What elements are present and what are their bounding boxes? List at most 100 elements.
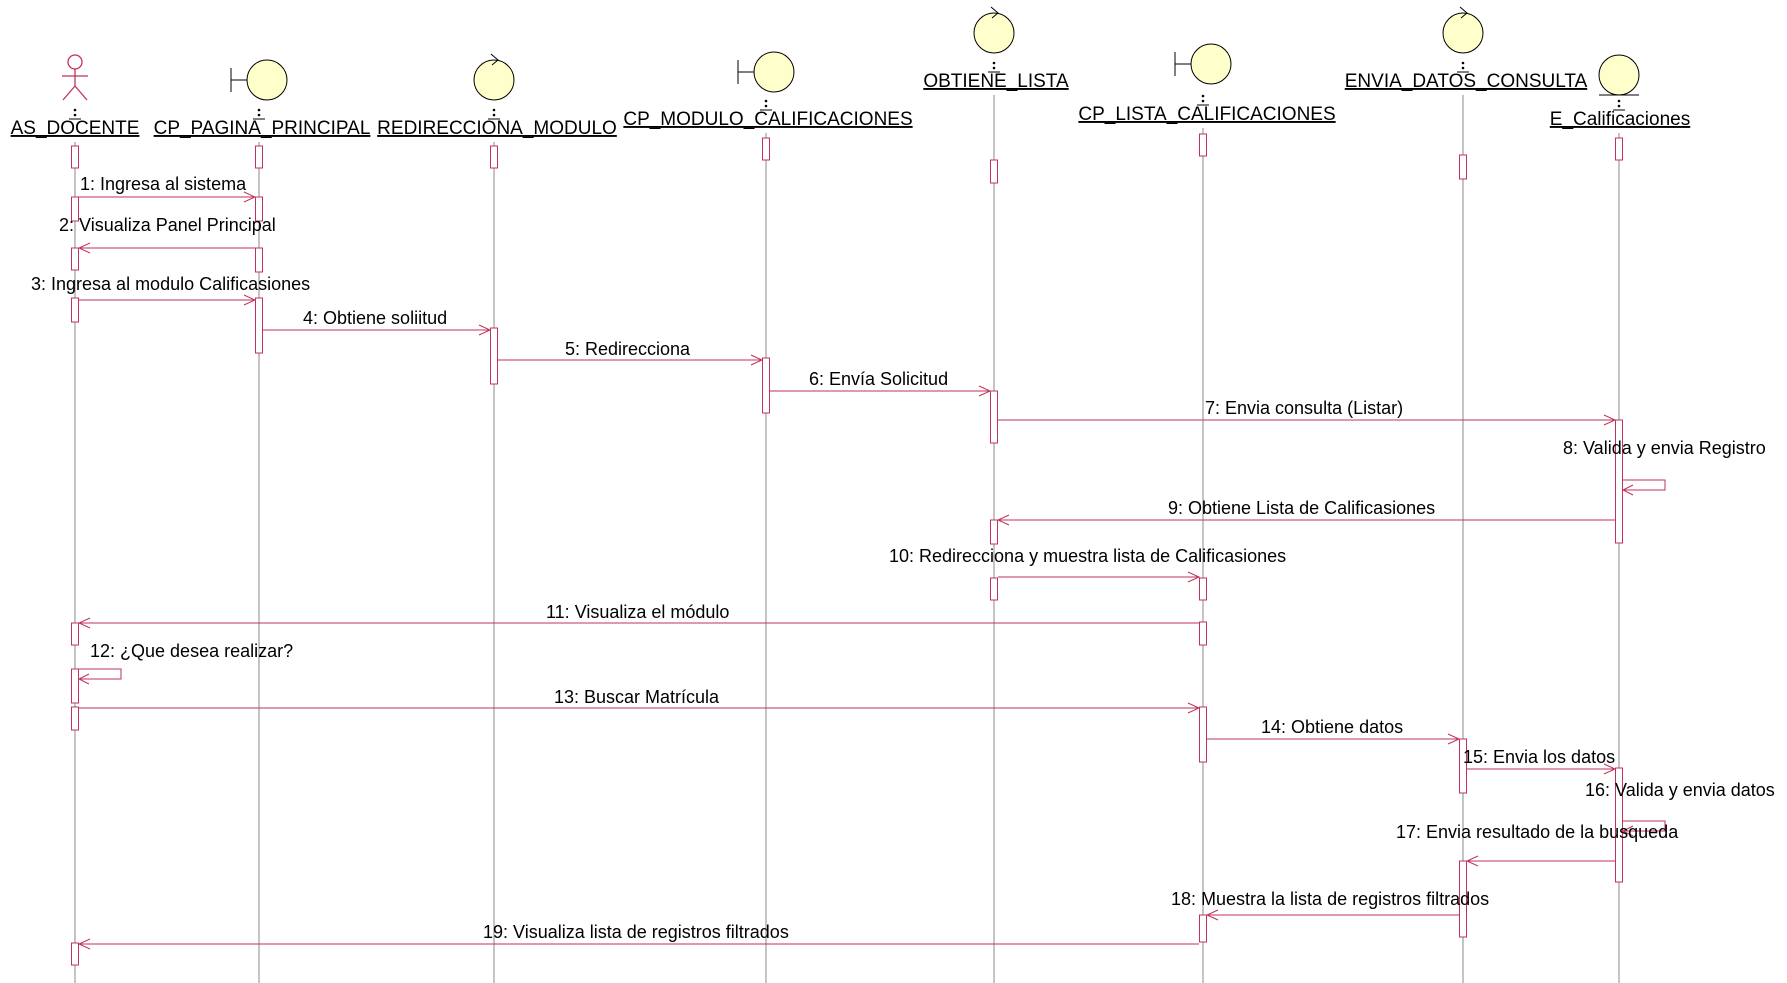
activation-bar [1615,767,1623,883]
activation-bar [490,327,498,385]
message-18: 18: Muestra la lista de registros filtra… [1171,889,1489,921]
arrowhead [243,294,257,306]
activation-bar [1459,860,1467,938]
activation-bar [255,247,263,273]
arrowhead [1621,484,1634,496]
message-6: 6: Envía Solicitud [770,369,992,397]
object-name: E_Calificaciones [1550,109,1690,130]
instance-marker [1617,104,1621,108]
message-19: 19: Visualiza lista de registros filtrad… [77,922,1199,950]
lifeline-cp-lista-calificaciones: CP_LISTA_CALIFICACIONES [1078,43,1336,125]
control-icon [473,53,515,101]
object-name: CP_MODULO_CALIFICACIONES [623,109,912,130]
activation-bar [71,196,79,222]
message-label: 1: Ingresa al sistema [80,174,247,194]
activation-bar [762,137,770,161]
activation-bar [1459,154,1467,180]
arrowhead [1205,909,1219,921]
activation-bar [762,357,770,414]
lifeline-as-docente: AS_DOCENTE [11,54,140,139]
message-8: 8: Valida y envia Registro [1563,438,1766,496]
arrowhead [1465,855,1479,867]
lifeline-cp-pagina-principal: CP_PAGINA_PRINCIPAL [154,59,371,139]
arrowhead [1187,702,1201,714]
instance-marker [492,113,496,117]
activation-bar [1459,738,1467,794]
arrowhead [1603,414,1617,426]
activation-bar [71,145,79,169]
arrowhead [77,938,91,950]
arrowhead [243,191,257,203]
arrowhead [750,354,764,366]
instance-marker [1461,61,1465,65]
lifeline-envia-datos-consulta: ENVIA_DATOS_CONSULTA [1345,6,1588,92]
instance-marker [1201,94,1205,98]
object-name: REDIRECCIONA_MODULO [377,118,617,139]
activation-bar [1199,914,1207,943]
message-label: 2: Visualiza Panel Principal [59,215,276,235]
lifeline-redirecciona-modulo: REDIRECCIONA_MODULO [377,53,617,139]
message-label: 3: Ingresa al modulo Calificasiones [31,274,310,294]
message-label: 6: Envía Solicitud [809,369,948,389]
instance-marker [992,61,996,65]
boundary-icon [1174,43,1232,85]
lifeline-e-calificaciones: E_Calificaciones [1550,54,1690,130]
activation-bar [990,577,998,601]
message-label: 9: Obtiene Lista de Calificasiones [1168,498,1435,518]
object-name: CP_PAGINA_PRINCIPAL [154,118,371,139]
activation-bar [71,668,79,704]
control-icon [973,6,1015,54]
entity-icon [1598,54,1640,96]
message-label: 10: Redirecciona y muestra lista de Cali… [889,546,1286,566]
activation-bar [1199,621,1207,646]
message-13: 13: Buscar Matrícula [79,687,1201,714]
lifeline-obtiene-lista: OBTIENE_LISTA [923,6,1069,92]
arrowhead [978,385,992,397]
message-12: 12: ¿Que desea realizar? [77,641,293,685]
object-name: CP_LISTA_CALIFICACIONES [1078,104,1335,125]
message-label: 14: Obtiene datos [1261,717,1403,737]
message-label: 13: Buscar Matrícula [554,687,720,707]
object-name: OBTIENE_LISTA [923,71,1069,92]
message-label: 19: Visualiza lista de registros filtrad… [483,922,789,942]
object-name: AS_DOCENTE [11,118,140,139]
activation-bar [1199,577,1207,601]
boundary-icon [230,59,288,101]
instance-marker [764,99,768,103]
instance-marker [1461,66,1465,70]
activation-bar [490,145,498,169]
activation-bar [71,622,79,646]
message-17: 17: Envia resultado de la busqueda [1396,822,1679,867]
message-2: 2: Visualiza Panel Principal [59,215,276,254]
message-label: 16: Valida y envia datos [1585,780,1775,800]
instance-marker [992,66,996,70]
instance-marker [1201,99,1205,103]
activation-bar [1199,133,1207,157]
activation-bar [255,196,263,222]
arrowhead [77,242,91,254]
actor-icon [62,54,88,101]
instance-marker [257,113,261,117]
activation-bar [990,519,998,545]
message-11: 11: Visualiza el módulo [77,602,1199,629]
message-1: 1: Ingresa al sistema [79,174,257,203]
lifeline-cp-modulo-calificaciones: CP_MODULO_CALIFICACIONES [623,51,913,130]
message-arrow [1623,479,1666,491]
message-7: 7: Envia consulta (Listar) [998,398,1617,426]
activation-bar [1615,419,1623,544]
message-label: 15: Envia los datos [1463,747,1615,767]
arrowhead [1621,825,1634,837]
instance-marker [73,113,77,117]
instance-marker [1617,99,1621,103]
arrowhead [77,617,91,629]
message-10: 10: Redirecciona y muestra lista de Cali… [889,546,1286,583]
activation-bar [990,159,998,184]
instance-marker [73,108,77,112]
boundary-icon [737,51,795,93]
arrowhead [1447,733,1461,745]
message-label: 7: Envia consulta (Listar) [1205,398,1403,418]
message-label: 4: Obtiene soliitud [303,308,447,328]
message-15: 15: Envia los datos [1463,747,1617,775]
activation-bar [255,145,263,169]
message-arrow [79,668,122,680]
